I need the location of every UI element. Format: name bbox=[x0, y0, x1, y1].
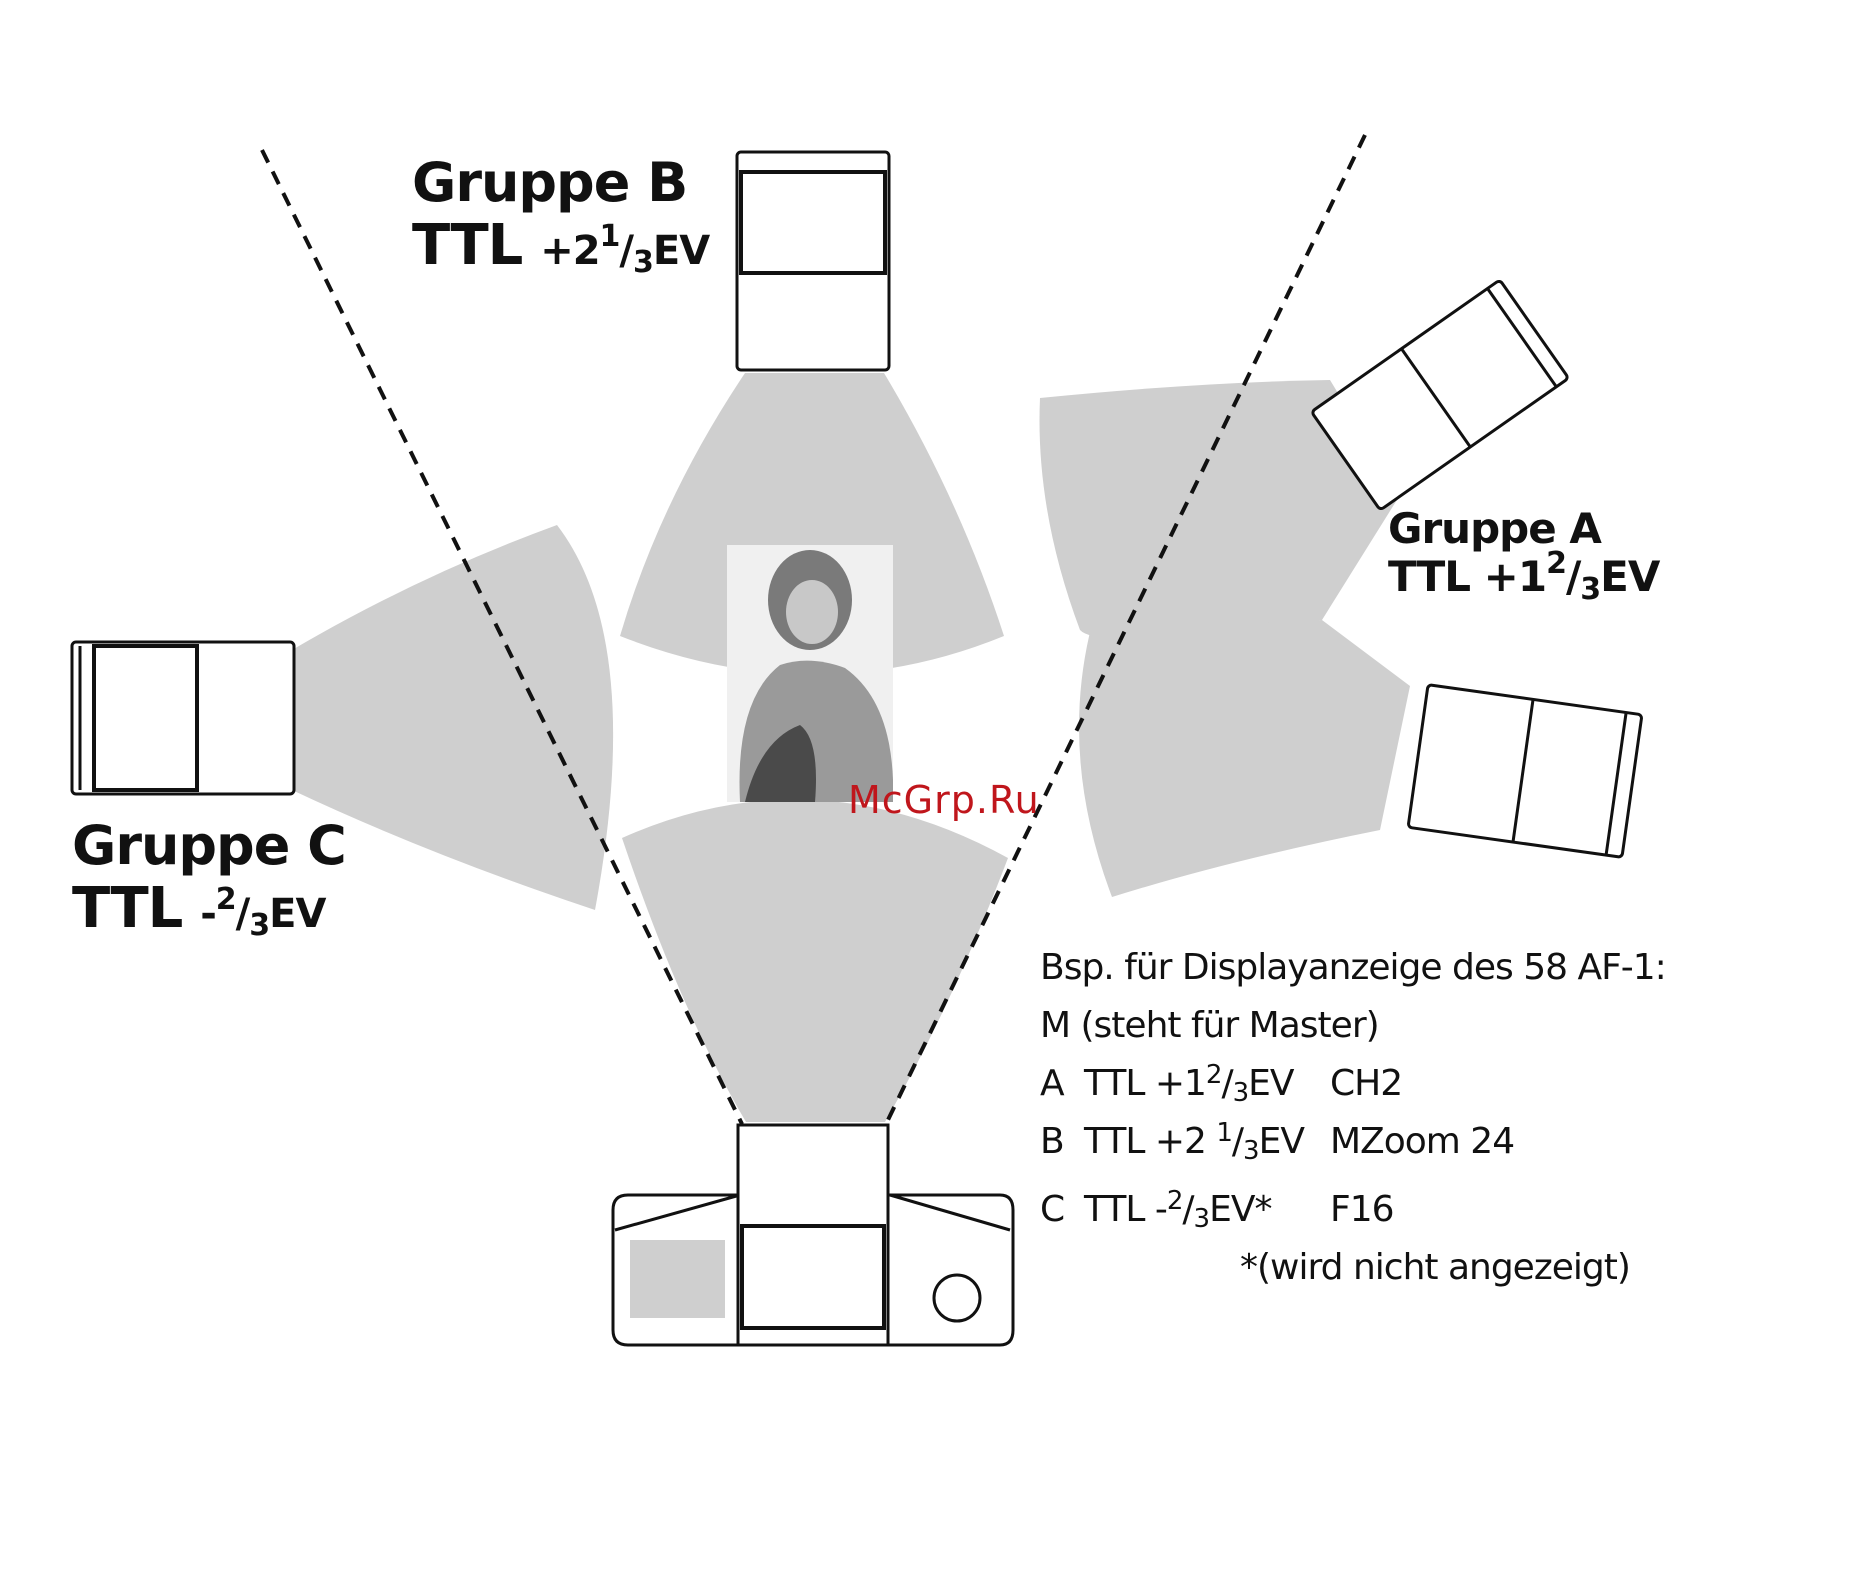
group-c-name: Gruppe C bbox=[72, 815, 346, 877]
master-flash-unit bbox=[738, 1125, 888, 1345]
flash-unit-group-a-lower bbox=[1408, 685, 1642, 858]
subject-photo bbox=[727, 545, 893, 802]
group-b-ttl: TTL +21/3EV bbox=[412, 214, 709, 278]
group-b-label: Gruppe B TTL +21/3EV bbox=[412, 152, 709, 278]
display-footnote: *(wird nicht angezeigt) bbox=[1240, 1240, 1630, 1296]
group-a-name: Gruppe A bbox=[1388, 505, 1659, 553]
group-c-ttl: TTL -2/3EV bbox=[72, 877, 346, 941]
flash-unit-group-c bbox=[72, 642, 294, 794]
group-a-label: Gruppe A TTL +12/3EV bbox=[1388, 505, 1659, 602]
group-a-ttl: TTL +12/3EV bbox=[1388, 553, 1659, 601]
beam-master bbox=[622, 799, 1008, 1122]
flash-unit-group-b bbox=[737, 152, 889, 370]
group-c-label: Gruppe C TTL -2/3EV bbox=[72, 815, 346, 941]
watermark: McGrp.Ru bbox=[848, 778, 1040, 822]
display-master: M (steht für Master) bbox=[1040, 998, 1379, 1054]
beam-group-a-lower bbox=[1079, 620, 1410, 897]
display-heading: Bsp. für Displayanzeige des 58 AF-1: bbox=[1040, 940, 1666, 996]
group-b-name: Gruppe B bbox=[412, 152, 709, 214]
